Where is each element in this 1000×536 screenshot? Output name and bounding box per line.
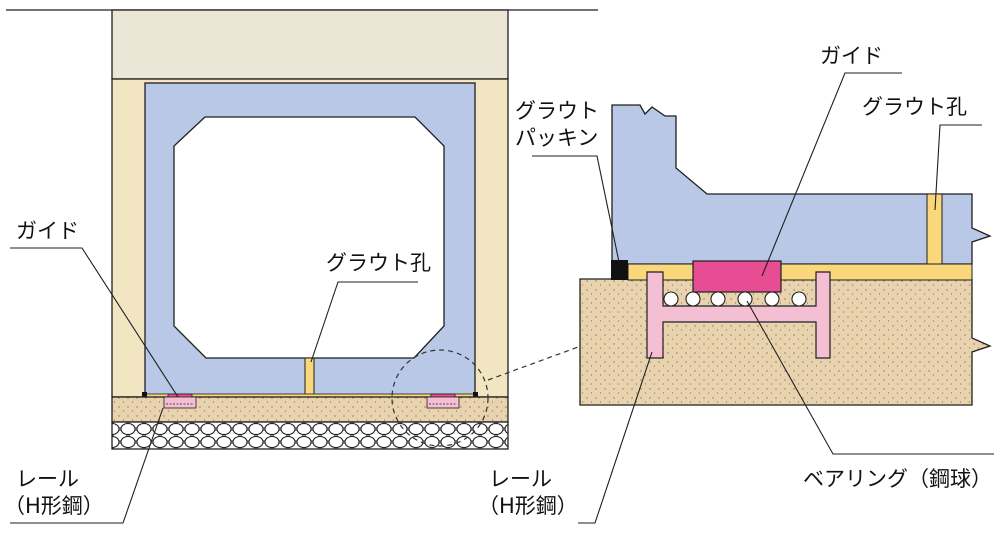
rail-assembly-left — [163, 393, 197, 409]
label-guide-left: ガイド — [16, 219, 79, 243]
label-bearing: ベアリング（鋼球） — [803, 467, 992, 491]
label-grout-packing-2: パッキン — [515, 126, 598, 150]
leader-rail-right — [578, 351, 653, 524]
label-rail-left-1: レール — [16, 467, 79, 491]
leader-guide-left — [10, 247, 179, 398]
h-beam-rail — [646, 271, 831, 359]
packing-left-b — [473, 392, 478, 397]
upper-backfill — [111, 9, 509, 80]
bearing-balls — [663, 291, 807, 307]
left-cross-section: ガイド グラウト孔 レール （H形鋼） — [4, 9, 598, 524]
rail-assembly-right — [426, 393, 460, 409]
label-grout-packing-1: グラウト — [515, 99, 599, 123]
sand-foundation-right — [579, 278, 992, 406]
label-rail-right-2: （H形鋼） — [478, 494, 578, 518]
grout-hole-left — [304, 357, 315, 396]
label-grout-hole-left: グラウト孔 — [326, 251, 431, 275]
detail-circle — [391, 349, 489, 447]
leader-grout-packing — [532, 155, 620, 263]
guide-block — [692, 260, 782, 293]
grout-hole-right — [926, 193, 943, 265]
gravel-base-left — [111, 421, 509, 450]
label-rail-right-1: レール — [489, 467, 552, 491]
leader-rail-left — [10, 407, 164, 524]
leader-guide-right — [761, 72, 902, 277]
leader-grout-hole-right — [934, 124, 982, 211]
packing-left-a — [142, 392, 147, 397]
label-guide-right: ガイド — [820, 44, 883, 68]
right-detail-section: ガイド グラウト孔 グラウト パッキン レール （H形鋼） ベアリング（鋼球） — [478, 44, 994, 524]
leader-bearing — [746, 300, 994, 455]
culvert-opening — [173, 116, 445, 359]
culvert-detail — [611, 104, 992, 265]
label-rail-left-2: （H形鋼） — [4, 494, 104, 518]
grout-packing — [611, 260, 628, 280]
leader-grout-hole-left — [310, 281, 418, 363]
grout-layer-right — [627, 263, 973, 281]
label-grout-hole-right: グラウト孔 — [862, 95, 967, 119]
